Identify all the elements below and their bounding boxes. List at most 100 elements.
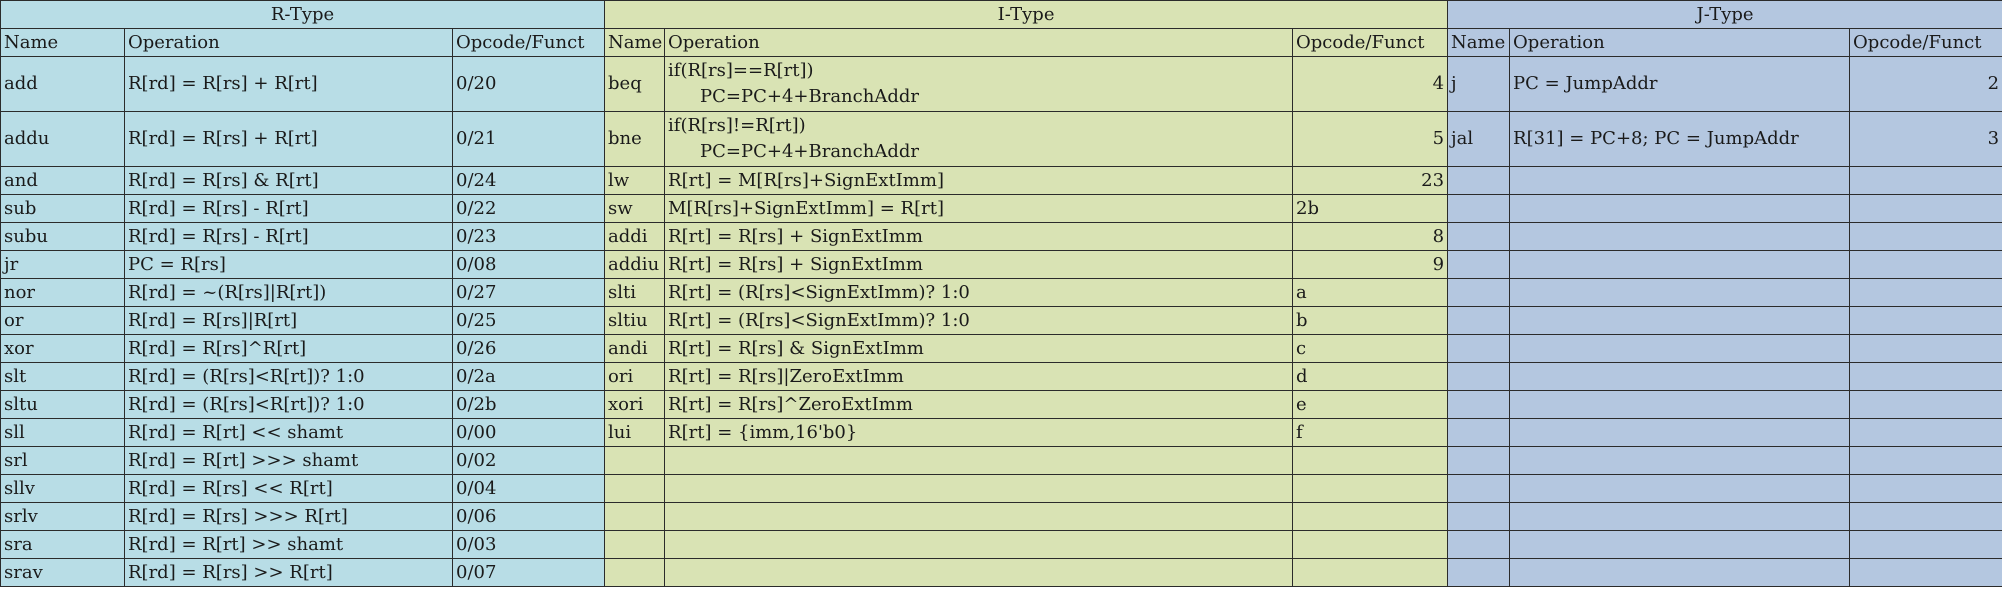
j-empty-cell[interactable] (1849, 306, 2002, 335)
j-type-header[interactable]: J-Type (1447, 0, 2002, 29)
i-name-cell[interactable]: sltiu (604, 306, 666, 335)
i-opcode-cell[interactable]: 4 (1292, 56, 1449, 112)
i-empty-cell[interactable] (1292, 502, 1449, 531)
j-empty-cell[interactable] (1447, 390, 1511, 419)
j-empty-cell[interactable] (1849, 558, 2002, 587)
j-operation-cell[interactable]: PC = JumpAddr (1509, 56, 1851, 112)
i-opcode-col-header[interactable]: Opcode/Funct (1292, 28, 1449, 57)
r-opcode-cell[interactable]: 0/2a (451, 362, 606, 391)
r-name-cell[interactable]: nor (0, 278, 125, 307)
r-operation-cell[interactable]: R[rd] = R[rs] - R[rt] (124, 194, 453, 223)
r-name-cell[interactable]: sll (0, 418, 125, 447)
j-empty-cell[interactable] (1849, 222, 2002, 251)
r-opcode-cell[interactable]: 0/27 (451, 278, 606, 307)
r-opcode-cell[interactable]: 0/02 (451, 446, 606, 475)
i-opcode-cell[interactable]: 2b (1292, 194, 1449, 223)
r-opcode-cell[interactable]: 0/25 (451, 306, 606, 335)
j-empty-cell[interactable] (1509, 502, 1851, 531)
i-name-cell[interactable]: sw (604, 194, 666, 223)
i-opcode-cell[interactable]: e (1292, 390, 1449, 419)
j-empty-cell[interactable] (1509, 278, 1851, 307)
j-empty-cell[interactable] (1447, 194, 1511, 223)
r-opcode-cell[interactable]: 0/24 (451, 166, 606, 195)
r-name-cell[interactable]: slt (0, 362, 125, 391)
r-operation-cell[interactable]: R[rd] = R[rs] - R[rt] (124, 222, 453, 251)
j-empty-cell[interactable] (1447, 362, 1511, 391)
r-name-cell[interactable]: srav (0, 558, 125, 587)
r-operation-cell[interactable]: PC = R[rs] (124, 250, 453, 279)
i-name-cell[interactable]: xori (604, 390, 666, 419)
j-empty-cell[interactable] (1509, 474, 1851, 503)
i-empty-cell[interactable] (604, 474, 666, 503)
i-name-cell[interactable]: ori (604, 362, 666, 391)
j-empty-cell[interactable] (1849, 390, 2002, 419)
r-opcode-cell[interactable]: 0/06 (451, 502, 606, 531)
j-empty-cell[interactable] (1447, 334, 1511, 363)
i-empty-cell[interactable] (1292, 530, 1449, 559)
r-name-cell[interactable]: or (0, 306, 125, 335)
r-name-cell[interactable]: srl (0, 446, 125, 475)
j-empty-cell[interactable] (1447, 306, 1511, 335)
j-empty-cell[interactable] (1447, 474, 1511, 503)
i-opcode-cell[interactable]: c (1292, 334, 1449, 363)
i-opcode-cell[interactable]: 8 (1292, 222, 1449, 251)
r-operation-cell[interactable]: R[rd] = R[rt] >>> shamt (124, 446, 453, 475)
i-operation-cell[interactable]: R[rt] = {imm,16'b0} (664, 418, 1294, 447)
j-empty-cell[interactable] (1447, 446, 1511, 475)
r-operation-cell[interactable]: R[rd] = R[rt] >> shamt (124, 530, 453, 559)
i-name-cell[interactable]: bne (604, 111, 666, 167)
j-empty-cell[interactable] (1509, 558, 1851, 587)
j-empty-cell[interactable] (1849, 334, 2002, 363)
j-empty-cell[interactable] (1447, 502, 1511, 531)
i-operation-cell[interactable]: R[rt] = R[rs]|ZeroExtImm (664, 362, 1294, 391)
i-operation-col-header[interactable]: Operation (664, 28, 1294, 57)
i-name-cell[interactable]: lui (604, 418, 666, 447)
i-name-cell[interactable]: addiu (604, 250, 666, 279)
j-opcode-col-header[interactable]: Opcode/Funct (1849, 28, 2002, 57)
j-empty-cell[interactable] (1849, 474, 2002, 503)
j-empty-cell[interactable] (1849, 362, 2002, 391)
i-name-cell[interactable]: beq (604, 56, 666, 112)
j-empty-cell[interactable] (1509, 194, 1851, 223)
i-empty-cell[interactable] (664, 530, 1294, 559)
j-empty-cell[interactable] (1849, 530, 2002, 559)
j-empty-cell[interactable] (1509, 250, 1851, 279)
j-empty-cell[interactable] (1849, 250, 2002, 279)
r-name-cell[interactable]: add (0, 56, 125, 112)
i-operation-cell[interactable]: R[rt] = M[R[rs]+SignExtImm] (664, 166, 1294, 195)
j-empty-cell[interactable] (1509, 446, 1851, 475)
r-name-cell[interactable]: addu (0, 111, 125, 167)
i-empty-cell[interactable] (604, 558, 666, 587)
i-opcode-cell[interactable]: a (1292, 278, 1449, 307)
i-operation-cell[interactable]: R[rt] = (R[rs]<SignExtImm)? 1:0 (664, 306, 1294, 335)
r-operation-cell[interactable]: R[rd] = R[rt] << shamt (124, 418, 453, 447)
j-operation-col-header[interactable]: Operation (1509, 28, 1851, 57)
j-empty-cell[interactable] (1849, 278, 2002, 307)
i-name-col-header[interactable]: Name (604, 28, 666, 57)
r-opcode-cell[interactable]: 0/08 (451, 250, 606, 279)
r-opcode-cell[interactable]: 0/00 (451, 418, 606, 447)
r-opcode-cell[interactable]: 0/2b (451, 390, 606, 419)
j-empty-cell[interactable] (1849, 502, 2002, 531)
r-operation-cell[interactable]: R[rd] = R[rs] + R[rt] (124, 56, 453, 112)
i-operation-cell[interactable]: R[rt] = R[rs] + SignExtImm (664, 250, 1294, 279)
j-empty-cell[interactable] (1509, 530, 1851, 559)
r-operation-cell[interactable]: R[rd] = R[rs] & R[rt] (124, 166, 453, 195)
r-opcode-cell[interactable]: 0/03 (451, 530, 606, 559)
r-operation-cell[interactable]: R[rd] = (R[rs]<R[rt])? 1:0 (124, 390, 453, 419)
r-name-cell[interactable]: sub (0, 194, 125, 223)
i-operation-cell[interactable]: R[rt] = (R[rs]<SignExtImm)? 1:0 (664, 278, 1294, 307)
j-name-col-header[interactable]: Name (1447, 28, 1511, 57)
i-opcode-cell[interactable]: f (1292, 418, 1449, 447)
j-empty-cell[interactable] (1509, 418, 1851, 447)
j-empty-cell[interactable] (1509, 306, 1851, 335)
i-operation-cell[interactable]: R[rt] = R[rs]^ZeroExtImm (664, 390, 1294, 419)
r-operation-cell[interactable]: R[rd] = ~(R[rs]|R[rt]) (124, 278, 453, 307)
r-operation-col-header[interactable]: Operation (124, 28, 453, 57)
r-name-cell[interactable]: sllv (0, 474, 125, 503)
j-opcode-cell[interactable]: 3 (1849, 111, 2002, 167)
r-operation-cell[interactable]: R[rd] = R[rs]^R[rt] (124, 334, 453, 363)
i-opcode-cell[interactable]: 5 (1292, 111, 1449, 167)
i-empty-cell[interactable] (1292, 446, 1449, 475)
r-operation-cell[interactable]: R[rd] = (R[rs]<R[rt])? 1:0 (124, 362, 453, 391)
